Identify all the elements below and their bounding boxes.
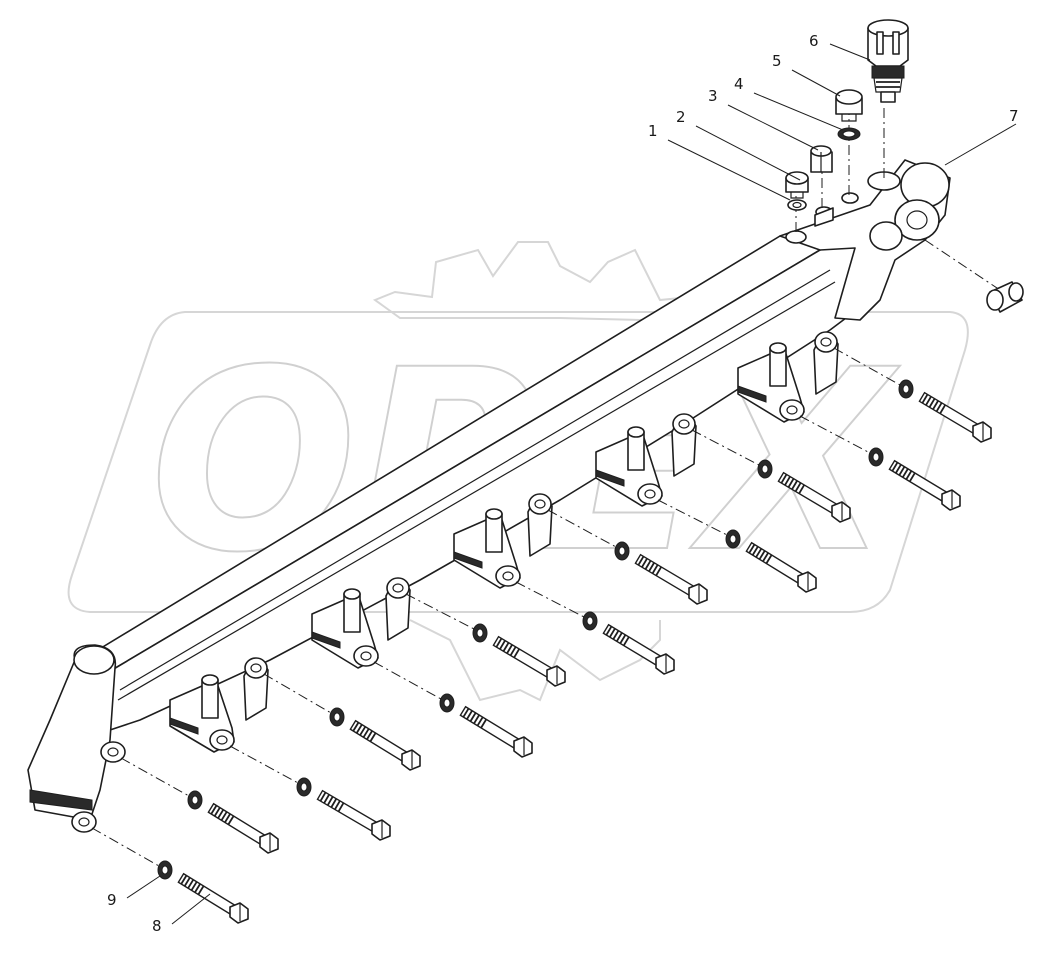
callout-leader — [667, 139, 791, 201]
callout-8: 8 — [152, 893, 211, 935]
callout-leader — [126, 875, 161, 899]
mount-hole — [528, 493, 552, 515]
bolt-head — [831, 501, 851, 523]
bolt-assembly — [657, 499, 817, 593]
callout-leader — [944, 123, 1017, 166]
bolt-assembly — [799, 415, 961, 511]
callout-4: 4 — [734, 75, 844, 131]
bolt-head — [513, 736, 533, 758]
bolt-assembly — [91, 827, 249, 924]
bolt-assembly — [833, 347, 992, 443]
callout-leader — [791, 69, 841, 97]
callout-number: 4 — [734, 75, 744, 93]
watermark-gear — [372, 241, 741, 322]
callout-number: 9 — [107, 891, 117, 909]
callout-1: 1 — [648, 122, 791, 201]
bolt-head — [797, 571, 817, 593]
bolt-head — [972, 421, 992, 443]
callout-number: 1 — [648, 122, 658, 140]
mount-hole — [100, 741, 126, 763]
mounting-feet — [169, 331, 839, 753]
mounting-foot — [453, 493, 553, 589]
callout-2: 2 — [676, 108, 801, 181]
mount-hole — [353, 645, 379, 667]
callout-leader — [727, 104, 819, 151]
callout-leader — [695, 125, 801, 181]
callout-number: 5 — [772, 52, 782, 70]
callout-leader — [753, 92, 844, 131]
mounting-foot — [311, 577, 411, 669]
bolt-head — [371, 819, 391, 841]
bolt-assembly — [515, 581, 675, 675]
bolt-head — [401, 749, 421, 771]
mount-hole — [779, 399, 805, 421]
mount-hole — [814, 331, 838, 353]
bolt-assembly — [229, 745, 391, 841]
bolt-assembly — [263, 673, 421, 771]
plug-port — [785, 230, 807, 244]
mount-hole — [637, 483, 663, 505]
mount-hole — [495, 565, 521, 587]
mount-hole — [71, 811, 97, 833]
watermark-plate — [67, 311, 969, 613]
callout-number: 6 — [809, 32, 819, 50]
side-cap-nut — [986, 281, 1024, 313]
callout-6: 6 — [809, 32, 871, 61]
washer-part-1 — [787, 199, 807, 211]
callout-leader — [829, 43, 871, 61]
bolt-assembly — [120, 757, 279, 854]
bolt-assembly — [691, 429, 851, 523]
callout-9: 9 — [107, 875, 161, 909]
pressure-sensor-part-6 — [867, 19, 909, 103]
bolt-assembly — [373, 661, 533, 758]
bolt-head — [259, 832, 279, 854]
callout-number: 3 — [708, 87, 718, 105]
rail-boss — [900, 162, 950, 208]
bolt-assembly — [547, 509, 708, 605]
top-parts — [785, 19, 1024, 313]
callout-number: 2 — [676, 108, 686, 126]
callout-leader — [171, 893, 211, 925]
mounting-foot — [169, 657, 269, 753]
callout-7: 7 — [944, 107, 1019, 166]
mounting-foot — [595, 413, 697, 507]
bolt-head — [688, 583, 708, 605]
mount-hole — [209, 729, 235, 751]
bolt-head — [655, 653, 675, 675]
callout-5: 5 — [772, 52, 841, 97]
rail-body — [27, 159, 951, 833]
bolt-head — [941, 489, 961, 511]
bolt-assembly — [405, 593, 566, 687]
mount-hole — [244, 657, 268, 679]
bolt-head — [229, 902, 249, 924]
mounting-foot — [737, 331, 839, 423]
callout-number: 7 — [1009, 107, 1019, 125]
bolt-head — [546, 665, 566, 687]
mount-hole — [386, 577, 410, 599]
callout-number: 8 — [152, 917, 162, 935]
mount-hole — [672, 413, 696, 435]
bolts — [91, 347, 992, 924]
callout-3: 3 — [708, 87, 819, 151]
